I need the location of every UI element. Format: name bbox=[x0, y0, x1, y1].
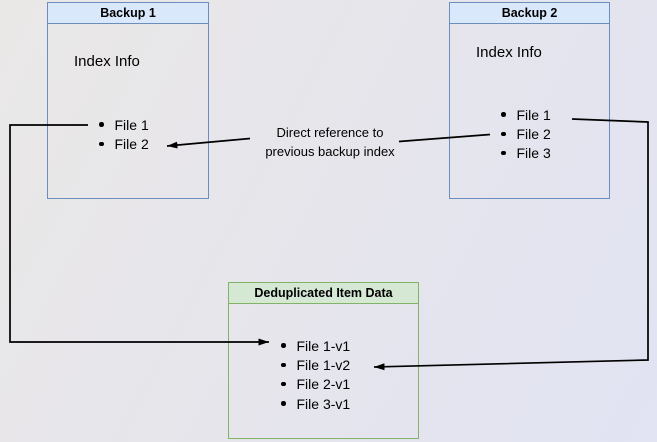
bullet-icon bbox=[501, 112, 506, 117]
file-label: File 3-v1 bbox=[296, 395, 351, 412]
list-item: File 2 bbox=[99, 134, 149, 153]
file-label: File 1-v2 bbox=[296, 356, 351, 373]
list-item: File 1-v1 bbox=[281, 336, 350, 355]
backup1-index-info-label: Index Info bbox=[74, 53, 140, 70]
list-item: File 3 bbox=[501, 144, 551, 163]
backup2-header: Backup 2 bbox=[450, 3, 609, 24]
bullet-icon bbox=[281, 401, 286, 406]
backup1-box: Backup 1 Index Info File 1 File 2 bbox=[47, 2, 209, 199]
bullet-icon bbox=[281, 381, 286, 387]
list-item: File 2-v1 bbox=[281, 375, 350, 394]
list-item: File 1 bbox=[99, 115, 149, 134]
file-label: File 2-v1 bbox=[296, 376, 351, 393]
bullet-icon bbox=[99, 122, 104, 127]
bullet-icon bbox=[281, 343, 286, 348]
file-label: File 2 bbox=[114, 135, 149, 152]
file-label: File 3 bbox=[516, 145, 551, 162]
dedup-title: Deduplicated Item Data bbox=[254, 286, 393, 300]
list-item: File 1-v2 bbox=[281, 355, 350, 374]
file-label: File 2 bbox=[516, 125, 551, 142]
bullet-icon bbox=[281, 362, 286, 368]
list-item: File 3-v1 bbox=[281, 394, 350, 413]
dedup-file-list: File 1-v1 File 1-v2 File 2-v1 File 3-v1 bbox=[281, 336, 350, 413]
annotation-line2: previous backup index bbox=[265, 144, 395, 159]
bullet-icon bbox=[501, 150, 506, 156]
backup2-file-list: File 1 File 2 File 3 bbox=[501, 105, 551, 163]
file-label: File 1-v1 bbox=[296, 337, 351, 354]
file-label: File 1 bbox=[114, 116, 149, 133]
backup2-index-info-label: Index Info bbox=[476, 44, 542, 61]
backup1-file-list: File 1 File 2 bbox=[99, 115, 149, 154]
backup2-title: Backup 2 bbox=[501, 6, 558, 20]
backup2-box: Backup 2 Index Info File 1 File 2 File 3 bbox=[449, 2, 610, 199]
backup1-header: Backup 1 bbox=[48, 3, 208, 24]
file-label: File 1 bbox=[516, 106, 551, 123]
list-item: File 1 bbox=[501, 105, 551, 124]
dedup-header: Deduplicated Item Data bbox=[229, 283, 418, 304]
backup1-title: Backup 1 bbox=[100, 6, 156, 20]
annotation-label: Direct reference to previous backup inde… bbox=[225, 123, 435, 161]
dedup-box: Deduplicated Item Data File 1-v1 File 1-… bbox=[228, 282, 419, 439]
annotation-line1: Direct reference to bbox=[276, 125, 384, 140]
list-item: File 2 bbox=[501, 124, 551, 143]
bullet-icon bbox=[501, 131, 506, 137]
bullet-icon bbox=[99, 141, 104, 147]
